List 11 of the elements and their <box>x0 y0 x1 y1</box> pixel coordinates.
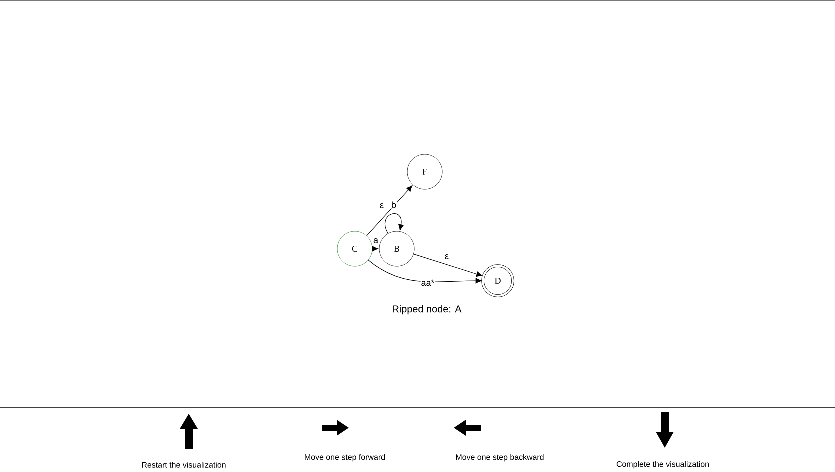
edge-label: a <box>373 238 379 244</box>
arrow <box>372 246 379 252</box>
arrow <box>368 260 482 284</box>
arrow <box>414 254 483 277</box>
arrow <box>384 214 404 234</box>
edge-label: aa* <box>420 279 436 287</box>
edge-label: b <box>391 201 397 209</box>
caption-text: Ripped node: A <box>393 305 462 315</box>
edge-label: ε <box>444 254 450 260</box>
arrow <box>366 186 413 236</box>
edge-label: ε <box>380 203 384 209</box>
